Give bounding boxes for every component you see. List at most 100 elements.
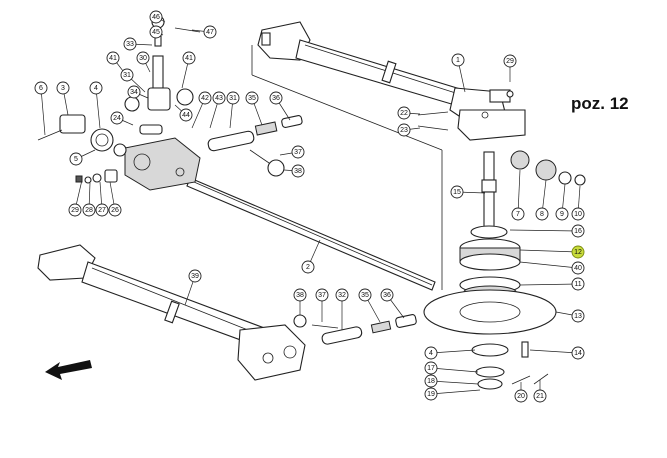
callout-bubble <box>424 387 438 401</box>
callout-35: 35 <box>245 91 263 126</box>
callout-14: 14 <box>529 346 585 360</box>
callout-label: 21 <box>536 393 544 400</box>
upper-arm-assembly <box>257 21 526 141</box>
callout-5: 5 <box>69 149 96 166</box>
leader-line <box>519 249 579 253</box>
callout-24: 24 <box>110 111 134 126</box>
callout-31: 31 <box>120 68 146 93</box>
callout-bubble <box>555 207 569 221</box>
callout-bubble <box>293 288 307 302</box>
callout-26: 26 <box>108 181 122 217</box>
callout-label: 30 <box>139 55 147 62</box>
callout-bubble <box>424 346 438 360</box>
callout-4: 4 <box>89 81 103 129</box>
callout-label: 1 <box>456 57 460 64</box>
callout-bubble <box>108 203 122 217</box>
callout-label: 32 <box>338 292 346 299</box>
callout-bubble <box>424 374 438 388</box>
callout-bubble <box>397 123 411 137</box>
callout-34: 34 <box>127 85 149 99</box>
callout-label: 5 <box>74 156 78 163</box>
callout-label: 35 <box>361 292 369 299</box>
leader-line <box>430 367 479 373</box>
callout-label: 11 <box>574 281 581 288</box>
callout-31: 31 <box>226 91 240 129</box>
callout-label: 45 <box>152 29 160 36</box>
callout-label: 10 <box>574 211 582 218</box>
callout-bubble <box>514 389 528 403</box>
callout-45: 45 <box>149 25 164 39</box>
callout-39: 39 <box>184 269 202 306</box>
callout-label: 24 <box>113 115 121 122</box>
callout-label: 38 <box>296 292 304 299</box>
callout-bubble <box>511 207 525 221</box>
callout-38: 38 <box>293 288 307 315</box>
callout-label: 15 <box>453 189 461 196</box>
leader-line <box>519 261 579 269</box>
callout-bubble <box>571 261 585 275</box>
callout-bubble <box>571 346 585 360</box>
callout-8: 8 <box>535 179 549 221</box>
callout-label: 27 <box>98 207 106 214</box>
callout-bubble <box>451 53 465 67</box>
callout-bubble <box>106 51 120 65</box>
leader-line <box>509 229 579 232</box>
callout-label: 7 <box>516 211 520 218</box>
callout-29: 29 <box>68 179 83 217</box>
callout-40: 40 <box>519 261 585 275</box>
callout-label: 19 <box>427 391 435 398</box>
callout-15: 15 <box>450 185 486 199</box>
callout-6: 6 <box>34 81 48 136</box>
callout-label: 31 <box>229 95 237 102</box>
callout-bubble <box>571 277 585 291</box>
callout-bubble <box>89 81 103 95</box>
callout-label: 46 <box>152 14 160 21</box>
callout-label: 42 <box>201 95 209 102</box>
direction-arrow <box>45 360 92 380</box>
callout-13: 13 <box>555 309 585 323</box>
callout-30: 30 <box>136 51 151 73</box>
callout-bubble <box>291 145 305 159</box>
callout-38: 38 <box>283 164 305 178</box>
callout-22: 22 <box>397 106 421 120</box>
callout-28: 28 <box>82 182 96 217</box>
callout-10: 10 <box>571 185 585 221</box>
callout-bubble <box>69 152 83 166</box>
callout-bubble <box>535 207 549 221</box>
callout-2: 2 <box>301 239 321 274</box>
callout-bubble <box>503 54 517 68</box>
callout-29: 29 <box>503 54 517 82</box>
callout-bubble <box>149 10 163 24</box>
callout-bubble <box>198 91 212 105</box>
callout-label: 17 <box>427 365 435 372</box>
callout-label: 36 <box>383 292 391 299</box>
callout-bubble <box>424 361 438 375</box>
callout-label: 2 <box>306 264 310 271</box>
callout-3: 3 <box>56 81 70 116</box>
callout-label: 26 <box>111 207 119 214</box>
callout-7: 7 <box>511 169 525 221</box>
callout-bubble <box>571 245 585 259</box>
callout-label: 29 <box>506 58 514 65</box>
callout-label: 8 <box>540 211 544 218</box>
callout-bubble <box>291 164 305 178</box>
leader-line <box>430 349 476 354</box>
callout-label: 44 <box>182 112 190 119</box>
callout-32: 32 <box>335 288 349 330</box>
callout-bubble <box>56 81 70 95</box>
callout-label: 20 <box>517 393 525 400</box>
callout-42: 42 <box>191 91 212 129</box>
callout-label: 33 <box>126 41 134 48</box>
callout-label: 16 <box>574 228 582 235</box>
callout-label: 22 <box>400 110 408 117</box>
callout-1: 1 <box>451 53 466 93</box>
callout-18: 18 <box>424 374 479 388</box>
callout-label: 41 <box>185 55 193 62</box>
callout-19: 19 <box>424 387 481 401</box>
drive-shaft <box>186 177 436 291</box>
callout-37: 37 <box>315 288 329 322</box>
callout-bubble <box>95 203 109 217</box>
callout-label: 36 <box>272 95 280 102</box>
